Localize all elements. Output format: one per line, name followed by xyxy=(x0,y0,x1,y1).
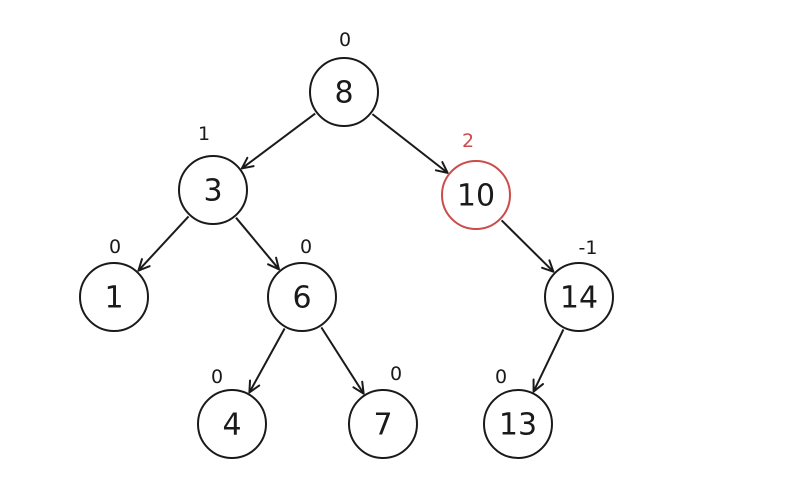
node-circle xyxy=(348,389,418,459)
balance-factor: 0 xyxy=(339,29,351,51)
balance-factor: 1 xyxy=(198,123,210,145)
edge-line xyxy=(532,329,565,392)
edge-line xyxy=(500,219,555,273)
edge-line xyxy=(248,328,286,393)
arrowhead-icon xyxy=(267,256,280,271)
edge-n14-n13 xyxy=(532,329,565,393)
balance-factor: 0 xyxy=(211,366,223,388)
arrowhead-icon xyxy=(240,156,255,170)
tree-node-4: 40 xyxy=(197,366,267,459)
edge-n3-n6 xyxy=(235,217,280,271)
node-value: 7 xyxy=(373,408,392,443)
arrowhead-icon xyxy=(352,380,365,395)
edge-line xyxy=(235,217,280,270)
balance-factor: 0 xyxy=(390,363,402,385)
arrowhead-icon xyxy=(532,378,544,393)
tree-node-3: 31 xyxy=(178,123,248,225)
arrowhead-icon xyxy=(137,258,151,272)
node-circle xyxy=(267,262,337,332)
arrowhead-icon xyxy=(541,259,555,273)
tree-node-14: 14 -1 xyxy=(544,237,614,332)
node-circle xyxy=(544,262,614,332)
node-value: 13 xyxy=(499,408,537,443)
edge-n3-n1 xyxy=(137,215,190,272)
arrowhead-icon xyxy=(434,161,449,174)
tree-node-13: 13 0 xyxy=(483,366,553,459)
tree-node-7: 70 xyxy=(348,363,418,459)
node-value: 10 xyxy=(457,179,495,214)
balance-factor: 0 xyxy=(109,236,121,258)
node-circle xyxy=(441,160,511,230)
arrowhead-icon xyxy=(248,379,261,394)
edge-n10-n14 xyxy=(500,219,555,273)
node-circle xyxy=(79,262,149,332)
edges-layer xyxy=(137,112,565,395)
edge-line xyxy=(371,113,449,174)
node-value: 6 xyxy=(292,281,311,316)
node-circle xyxy=(178,155,248,225)
node-circle xyxy=(309,57,379,127)
balance-factor: -1 xyxy=(579,237,598,259)
edge-line xyxy=(241,112,316,170)
node-circle xyxy=(197,389,267,459)
tree-node-1: 10 xyxy=(79,236,149,332)
balance-factor: 0 xyxy=(300,236,312,258)
edge-n8-n3 xyxy=(240,112,316,170)
node-value: 1 xyxy=(104,281,123,316)
tree-node-8: 80 xyxy=(309,29,379,127)
node-circle xyxy=(483,389,553,459)
edge-n6-n4 xyxy=(248,328,286,394)
node-value: 4 xyxy=(222,408,241,443)
edge-n6-n7 xyxy=(320,326,365,395)
edge-line xyxy=(137,215,190,272)
tree-node-10: 10 2 xyxy=(441,130,511,230)
balance-factor: 0 xyxy=(495,366,507,388)
balance-factor: 2 xyxy=(462,130,474,152)
node-value: 3 xyxy=(203,174,222,209)
edge-line xyxy=(320,326,365,395)
node-value: 8 xyxy=(334,76,353,111)
node-value: 14 xyxy=(560,281,598,316)
tree-node-6: 60 xyxy=(267,236,337,332)
edge-n8-n10 xyxy=(371,113,449,174)
